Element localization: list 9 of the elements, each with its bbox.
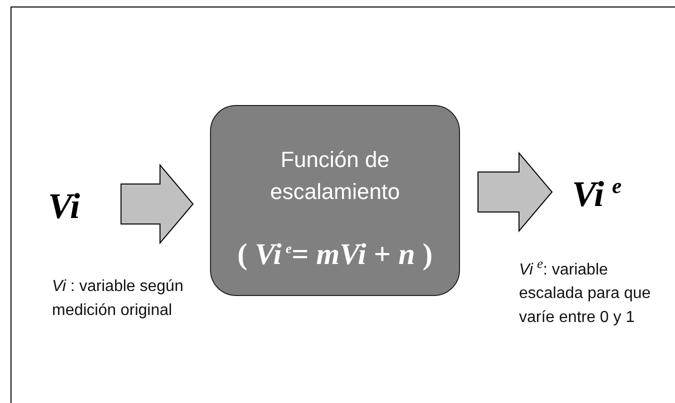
variable-description: Vi$^{e}$: variable escalada para que varíe entre 0 y 1	[519, 255, 652, 328]
variable-symbol: Vi$^{e}$	[572, 176, 622, 212]
block-arrow	[120, 164, 194, 244]
process-box	[210, 105, 460, 296]
variable-symbol: Vi	[48, 188, 80, 224]
block-arrow	[478, 152, 553, 232]
box-title: Función de escalamiento	[269, 146, 401, 206]
formula-text: ( Vi$^{e}$= mVi + n )	[236, 238, 434, 272]
variable-description: Vi : variable según medición original	[52, 277, 184, 321]
